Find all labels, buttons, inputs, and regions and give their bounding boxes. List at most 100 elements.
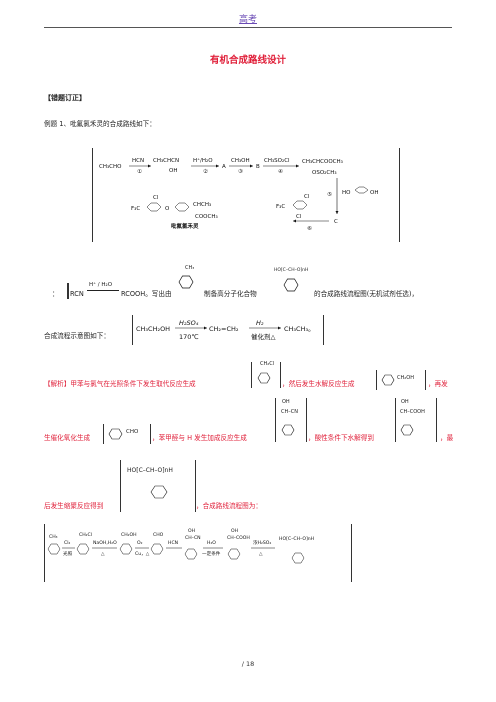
s2-m5: CH–CN: [185, 535, 201, 541]
l3-c1: H₂SO₄: [179, 319, 199, 327]
analysis-c1: 后发生缩聚反应得到: [44, 502, 104, 510]
line3-scheme: CH₃CH₂OH H₂SO₄ 170℃ CH₂=CH₂ H₂ 催化剂△ CH₃C…: [132, 315, 324, 345]
analysis-b2: ，苯甲醛与 H 发生加成反应生成: [152, 434, 247, 442]
analysis-cho-box: CHO: [103, 424, 151, 444]
analysis-a3: ，再发: [428, 380, 448, 388]
s1-prod-side: CHCH₃: [193, 202, 211, 208]
analysis-a1: 【解析】甲苯与氯气在光照条件下发生取代反应生成: [44, 380, 196, 388]
s1-r2: H⁺/H₂O: [193, 157, 213, 164]
s1-n5: ⑤: [327, 192, 332, 198]
section-heading: 【错题订正】: [44, 94, 86, 102]
s1-r6a: F₃C: [276, 204, 285, 210]
line2-bar: [67, 283, 69, 299]
analysis-c2: ，合成路线流程图为：: [196, 502, 262, 510]
analysis-chcn: CH–CN: [281, 409, 298, 415]
s1-n1: ①: [137, 169, 142, 175]
s1-r6b: Cl: [304, 194, 310, 200]
s2-m5-oh: OH: [188, 528, 195, 534]
svg-text:O: O: [165, 206, 170, 212]
s2-m6-oh: OH: [231, 528, 238, 534]
s2-c1: 光照: [63, 550, 73, 557]
analysis-b1: 生催化氧化生成: [44, 434, 91, 442]
s2-r2: NaOH,H₂O: [93, 540, 117, 546]
analysis-chcooh: CH–COOH: [400, 409, 425, 415]
analysis-poly: HO[C–CH–O]nH: [127, 467, 173, 474]
analysis-b3: ，酸性条件下水解得到: [308, 434, 374, 442]
analysis-ch2oh: CH₂OH: [397, 375, 414, 381]
toluene-structure: [178, 275, 194, 289]
s2-c3: Cu，△: [135, 551, 150, 557]
line3-lead: 合成流程示意图如下：: [44, 332, 110, 340]
l3-s1: CH₃CH₂OH: [136, 325, 170, 333]
s1-r3: CH₃OH: [231, 158, 250, 164]
s1-start: CH₃CHO: [99, 164, 122, 170]
analysis-cho: CHO: [126, 429, 139, 435]
cyanohydrin-ring: [281, 424, 295, 436]
l3-s3: CH₃CH₃。: [284, 325, 315, 333]
header-rule: [44, 27, 452, 28]
s2-m1: CH₃: [49, 534, 58, 540]
s2-r4: HCN: [168, 540, 178, 546]
analysis-oh2: OH: [401, 399, 409, 405]
s1-n2: ②: [203, 168, 208, 175]
s2-r5: H₂O: [207, 540, 216, 546]
l3-c2: H₂: [256, 319, 264, 327]
s2-c2: △: [101, 552, 105, 557]
line2-polymer: HO[C–CH–O]nH: [274, 268, 309, 273]
synthesis-scheme-2: CH₃ Cl₂ 光照 CH₂Cl NaOH,H₂O △ CH₂OH O₂ Cu，…: [44, 524, 352, 582]
s1-p4-sub: OSO₂CH₃: [312, 170, 337, 176]
benzyl-chloride-ring: [257, 372, 271, 384]
line2-tail: 的合成路线流程图(无机试剂任选)，: [314, 290, 419, 298]
s2-c5: 一定条件: [202, 550, 221, 557]
example-text: 例题 1、吡氟氯禾灵的合成路线如下：: [44, 120, 156, 128]
s1-r5b: OH: [370, 190, 378, 196]
line2-reagent: RCN: [70, 290, 84, 298]
analysis-a2: ，然后发生水解反应生成: [282, 380, 355, 388]
analysis-chcooh-box: OH CH–COOH: [395, 398, 437, 442]
line2-product: RCOOH。写出由: [121, 290, 172, 298]
line2-arrow-label: H⁺ / H₂O: [89, 282, 113, 288]
polymer-product-ring: [150, 485, 168, 499]
s1-prod-cl: Cl: [153, 195, 159, 201]
line2-arrow: [87, 290, 119, 291]
s1-r5: HO: [342, 190, 351, 196]
scheme-1-drawing: CH₃CHO HCN ① CH₃CHCN OH H⁺/H₂O ② A CH₃OH…: [99, 157, 378, 232]
l3-s2: CH₂=CH₂: [209, 325, 239, 333]
s2-r6: 浓H₂SO₄: [253, 539, 271, 546]
s2-r3: O₂: [137, 540, 143, 546]
page-title: 有机合成路线设计: [209, 55, 286, 66]
analysis-poly-box: HO[C–CH–O]nH: [120, 460, 196, 512]
analysis-b4: ，最: [440, 434, 454, 442]
s1-n4: ④: [278, 169, 283, 175]
s1-b: B: [256, 164, 260, 170]
s1-r1: HCN: [132, 158, 144, 164]
synthesis-scheme-1: CH₃CHO HCN ① CH₃CHCN OH H⁺/H₂O ② A CH₃OH…: [92, 148, 400, 242]
s2-m4: CHO: [153, 532, 164, 538]
s1-n6: ⑥: [307, 226, 312, 232]
s2-m2: CH₂Cl: [79, 532, 92, 538]
s2-m3: CH₂OH: [121, 532, 137, 538]
l3-t1: 170℃: [179, 333, 199, 341]
s2-m7: HO[C–CH–O]nH: [279, 536, 314, 542]
l3-t2: 催化剂△: [251, 332, 276, 341]
line2-colon: ：: [52, 290, 59, 298]
line2-mid: 制备高分子化合物: [204, 290, 257, 298]
s1-r4: CH₃SO₂Cl: [264, 158, 290, 164]
analysis-ch2cl-box: CH₂Cl: [251, 361, 281, 388]
s1-p1-oh: OH: [169, 168, 177, 174]
analysis-ch2cl: CH₂Cl: [260, 361, 275, 367]
analysis-chcn-box: OH CH–CN: [275, 398, 307, 442]
s2-c6: △: [259, 552, 263, 557]
s1-prod-ester: COOCH₃: [195, 214, 218, 220]
s1-r6c: Cl: [296, 214, 302, 220]
analysis-ch2oh-box: CH₂OH: [376, 370, 426, 390]
scheme-2-drawing: CH₃ Cl₂ 光照 CH₂Cl NaOH,H₂O △ CH₂OH O₂ Cu，…: [47, 528, 314, 564]
s1-prod-name: 吡氟氯禾灵: [171, 222, 199, 230]
s1-p4: CH₃CHCOOCH₃: [302, 159, 343, 165]
s1-prod-f3c: F₃C: [131, 206, 140, 212]
line2-ch3: CH₃: [185, 265, 195, 271]
benzaldehyde-ring: [108, 428, 123, 440]
benzyl-alcohol-ring: [381, 374, 395, 386]
header-link[interactable]: 高考: [238, 15, 257, 25]
s1-p1: CH₃CHCN: [153, 158, 179, 164]
